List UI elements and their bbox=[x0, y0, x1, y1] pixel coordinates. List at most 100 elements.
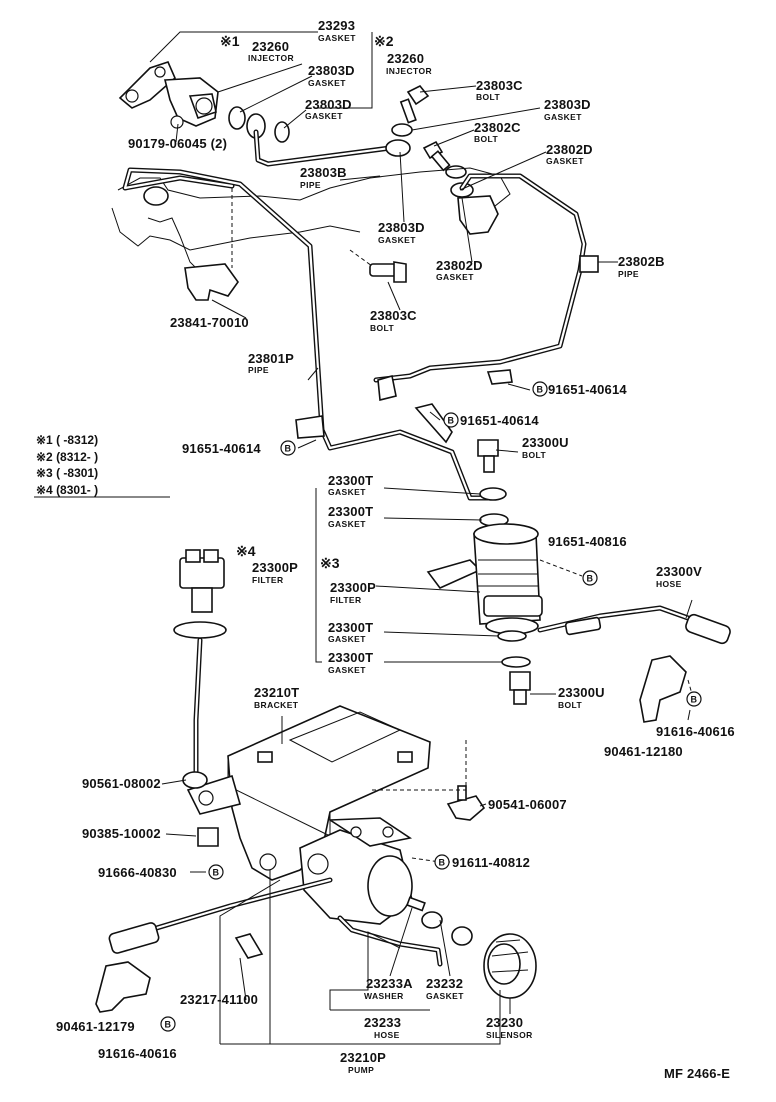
part-desc: BOLT bbox=[370, 323, 395, 333]
b-marker: B bbox=[160, 1016, 176, 1032]
part-number: 23803C bbox=[370, 308, 417, 323]
part-number: 90461-12179 bbox=[56, 1019, 135, 1034]
svg-text:B: B bbox=[439, 858, 446, 868]
fuel-filter bbox=[426, 523, 543, 635]
part-desc: BOLT bbox=[522, 450, 547, 460]
b-marker: B bbox=[280, 440, 296, 456]
svg-text:B: B bbox=[587, 574, 594, 584]
part-desc: GASKET bbox=[328, 487, 366, 497]
part-number: 23300U bbox=[558, 685, 605, 700]
leader-lines bbox=[149, 31, 693, 1045]
part-desc: GASKET bbox=[328, 665, 366, 675]
part-number: 91611-40812 bbox=[452, 855, 530, 870]
part-number: 23803D bbox=[308, 63, 355, 78]
b-marker: B bbox=[443, 412, 459, 428]
part-number: 91651-40614 bbox=[182, 441, 261, 456]
part-number: 23802D bbox=[546, 142, 593, 157]
part-number: 91651-40816 bbox=[548, 534, 627, 549]
svg-text:B: B bbox=[285, 444, 292, 454]
part-desc: GASKET bbox=[436, 272, 474, 282]
part-number: 23803D bbox=[378, 220, 425, 235]
part-desc: GASKET bbox=[328, 634, 366, 644]
b-marker: B bbox=[532, 381, 548, 397]
variant-mark-3: ※3 bbox=[320, 555, 340, 571]
diagram-code: MF 2466-E bbox=[664, 1066, 730, 1081]
part-number: 90461-12180 bbox=[604, 744, 683, 759]
part-number: 23300U bbox=[522, 435, 569, 450]
part-desc: HOSE bbox=[374, 1030, 400, 1040]
part-desc: BOLT bbox=[474, 134, 499, 144]
silencer bbox=[483, 933, 537, 999]
part-desc: GASKET bbox=[318, 33, 356, 43]
part-number: 23300P bbox=[252, 560, 298, 575]
part-desc: PUMP bbox=[348, 1065, 374, 1075]
part-desc: WASHER bbox=[364, 991, 404, 1001]
part-desc: GASKET bbox=[305, 111, 343, 121]
part-number: 91616-40616 bbox=[656, 724, 735, 739]
part-desc: FILTER bbox=[330, 595, 362, 605]
injector-assembly bbox=[118, 61, 290, 143]
part-number: 91651-40614 bbox=[548, 382, 627, 397]
sensor-connector bbox=[173, 549, 227, 639]
part-number: 23803C bbox=[476, 78, 523, 93]
svg-text:B: B bbox=[165, 1020, 172, 1030]
variant-mark-2: ※2 bbox=[374, 33, 394, 49]
part-number: 23300V bbox=[656, 564, 702, 579]
b-marker: B bbox=[208, 864, 224, 880]
part-desc: PIPE bbox=[300, 180, 321, 190]
part-desc: BRACKET bbox=[254, 700, 299, 710]
part-number: 23803D bbox=[544, 97, 591, 112]
part-desc: SILENSOR bbox=[486, 1030, 533, 1040]
part-number: 90385-10002 bbox=[82, 826, 161, 841]
part-number: 23300P bbox=[330, 580, 376, 595]
svg-text:B: B bbox=[448, 416, 455, 426]
svg-text:B: B bbox=[537, 385, 544, 395]
part-desc: INJECTOR bbox=[386, 66, 432, 76]
part-number: 23230 bbox=[486, 1015, 523, 1030]
fuel-pump bbox=[299, 817, 413, 925]
part-number: 23300T bbox=[328, 504, 373, 519]
part-number: 23803B bbox=[300, 165, 347, 180]
part-number: 23801P bbox=[248, 351, 294, 366]
part-number: 23210T bbox=[254, 685, 299, 700]
legend-line: ※1 ( -8312) bbox=[36, 433, 98, 447]
part-desc: GASKET bbox=[546, 156, 584, 166]
part-number: 23260 bbox=[252, 39, 289, 54]
part-number: 91651-40614 bbox=[460, 413, 539, 428]
part-number: 23300T bbox=[328, 650, 373, 665]
part-desc: FILTER bbox=[252, 575, 284, 585]
part-number: 23233 bbox=[364, 1015, 401, 1030]
part-number: 23802D bbox=[436, 258, 483, 273]
variant-mark-4: ※4 bbox=[236, 543, 256, 559]
labels: B B B B B B B B ※1 ※2 ※4 ※3 23293 GASKET… bbox=[36, 18, 735, 1081]
part-number: 23293 bbox=[318, 18, 355, 33]
part-number: 23210P bbox=[340, 1050, 386, 1065]
part-desc: GASKET bbox=[378, 235, 416, 245]
part-desc: BOLT bbox=[558, 700, 583, 710]
diagram-drawing bbox=[34, 31, 731, 1045]
part-desc: GASKET bbox=[308, 78, 346, 88]
svg-text:B: B bbox=[691, 695, 698, 705]
serial-legend: ※1 ( -8312) ※2 (8312- ) ※3 ( -8301) ※4 (… bbox=[36, 433, 98, 497]
part-number: 23803D bbox=[305, 97, 352, 112]
variant-mark-1: ※1 bbox=[220, 33, 240, 49]
part-desc: PIPE bbox=[248, 365, 269, 375]
part-desc: PIPE bbox=[618, 269, 639, 279]
legend-line: ※3 ( -8301) bbox=[36, 466, 98, 480]
part-number: 23233A bbox=[366, 976, 413, 991]
b-marker: B bbox=[582, 570, 598, 586]
part-number: 23300T bbox=[328, 473, 373, 488]
legend-line: ※2 (8312- ) bbox=[36, 450, 98, 464]
part-desc: INJECTOR bbox=[248, 53, 294, 63]
part-number: 91666-40830 bbox=[98, 865, 177, 880]
b-marker: B bbox=[686, 691, 702, 707]
part-number: 90561-08002 bbox=[82, 776, 161, 791]
part-desc: HOSE bbox=[656, 579, 682, 589]
b-marker: B bbox=[434, 854, 450, 870]
part-number: 23802C bbox=[474, 120, 521, 135]
bolt-23803C-lower bbox=[369, 261, 407, 283]
bolt-23803C-top bbox=[385, 84, 430, 157]
pump-bracket bbox=[186, 705, 431, 881]
part-number: 23260 bbox=[387, 51, 424, 66]
